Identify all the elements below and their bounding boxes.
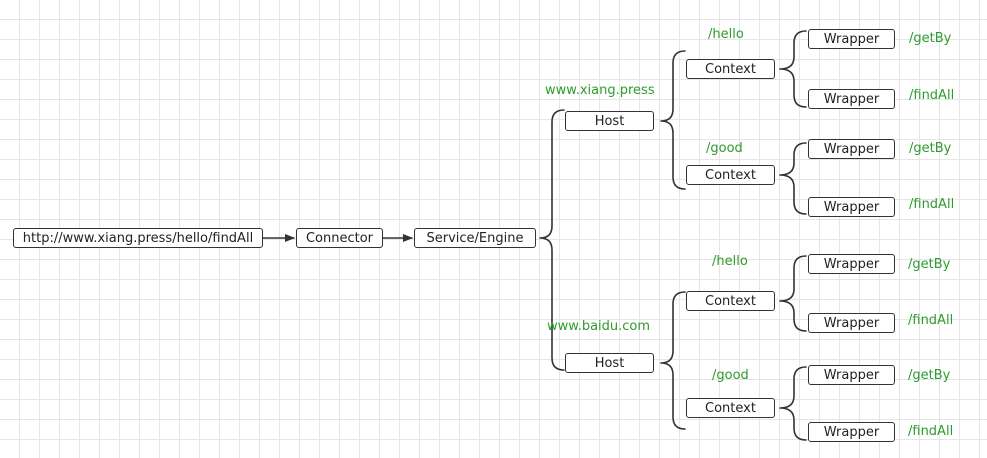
wrapper-method-label: /getBy [908, 257, 951, 272]
host-box[interactable]: Host [565, 111, 654, 131]
brace-host2-contexts [660, 291, 686, 430]
host-name-label: www.xiang.press [545, 83, 655, 98]
wrapper-box[interactable]: Wrapper [808, 365, 895, 385]
brace-context4-wrappers [779, 366, 807, 441]
context-path-label: /good [712, 368, 749, 383]
wrapper-box[interactable]: Wrapper [808, 197, 895, 217]
wrapper-method-label: /findAll [909, 197, 955, 212]
engine-box[interactable]: Service/Engine [414, 228, 536, 248]
wrapper-method-label: /getBy [909, 141, 952, 156]
wrapper-box[interactable]: Wrapper [808, 89, 895, 109]
host-name-label: www.baidu.com [547, 319, 651, 334]
connector-box[interactable]: Connector [296, 228, 383, 248]
context-path-label: /hello [712, 254, 748, 269]
brace-engine-hosts [539, 109, 565, 371]
brace-context2-wrappers [779, 142, 807, 215]
wrapper-method-label: /findAll [908, 313, 954, 328]
context-box[interactable]: Context [686, 59, 775, 79]
context-box[interactable]: Context [686, 398, 775, 418]
wrapper-box[interactable]: Wrapper [808, 254, 895, 274]
host-box[interactable]: Host [565, 353, 654, 373]
wrapper-box[interactable]: Wrapper [808, 29, 895, 49]
brace-host1-contexts [660, 50, 686, 190]
url-box[interactable]: http://www.xiang.press/hello/findAll [13, 228, 263, 248]
wrapper-box[interactable]: Wrapper [808, 139, 895, 159]
wrapper-box[interactable]: Wrapper [808, 313, 895, 333]
wrapper-box[interactable]: Wrapper [808, 422, 895, 442]
context-path-label: /hello [708, 27, 744, 42]
context-path-label: /good [706, 141, 743, 156]
brace-context3-wrappers [779, 255, 807, 332]
wrapper-method-label: /getBy [909, 31, 952, 46]
wrapper-method-label: /findAll [909, 88, 955, 103]
context-box[interactable]: Context [686, 165, 775, 185]
brace-context1-wrappers [779, 30, 807, 108]
context-box[interactable]: Context [686, 291, 775, 311]
wrapper-method-label: /findAll [908, 424, 954, 439]
wrapper-method-label: /getBy [908, 368, 951, 383]
